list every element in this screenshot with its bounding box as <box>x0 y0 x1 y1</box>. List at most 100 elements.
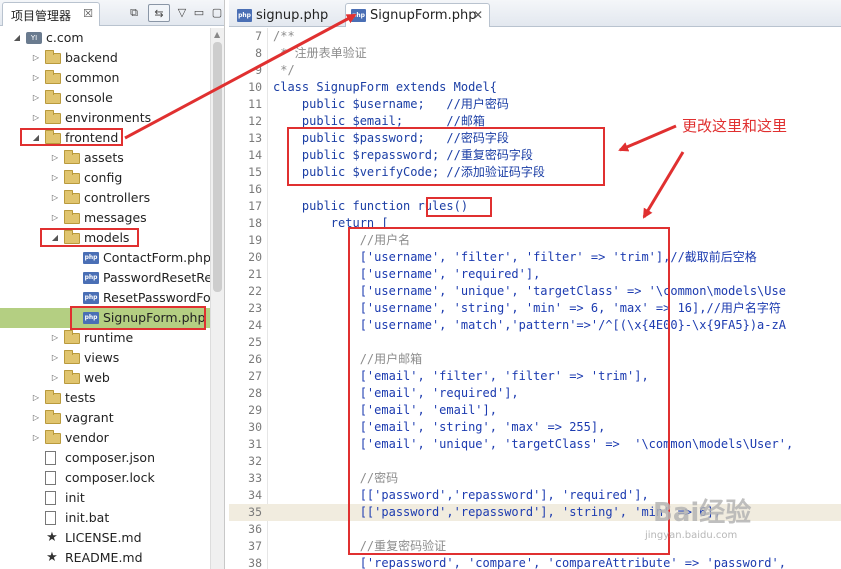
collapsed-arrow-icon[interactable]: ▷ <box>51 193 59 202</box>
collapsed-arrow-icon[interactable]: ▷ <box>32 113 40 122</box>
code-line[interactable]: 25 <box>229 334 841 351</box>
code-line[interactable]: 28 ['email', 'required'], <box>229 385 841 402</box>
line-number: 22 <box>248 284 262 298</box>
tree-item[interactable]: composer.lock <box>0 468 210 488</box>
collapsed-arrow-icon[interactable]: ▷ <box>51 153 59 162</box>
code-line[interactable]: 7/** <box>229 28 841 45</box>
tree-item[interactable]: ▷environments <box>0 108 210 128</box>
code-line[interactable]: 22 ['username', 'unique', 'targetClass' … <box>229 283 841 300</box>
tree-item[interactable]: ▷messages <box>0 208 210 228</box>
line-number: 21 <box>248 267 262 281</box>
collapsed-arrow-icon[interactable]: ▷ <box>51 173 59 182</box>
code-line[interactable]: 37 //重复密码验证 <box>229 538 841 555</box>
tree-item[interactable]: init <box>0 488 210 508</box>
collapsed-arrow-icon[interactable]: ▷ <box>51 353 59 362</box>
collapsed-arrow-icon[interactable]: ▷ <box>51 333 59 342</box>
code-text: ['email', 'unique', 'targetClass' => '\c… <box>273 437 794 451</box>
code-line[interactable]: 36 <box>229 521 841 538</box>
code-line[interactable]: 35 [['password','repassword'], 'string',… <box>229 504 841 521</box>
code-line[interactable]: 8 * 注册表单验证 <box>229 45 841 62</box>
expanded-arrow-icon[interactable]: ◢ <box>32 133 40 142</box>
code-line[interactable]: 20 ['username', 'filter', 'filter' => 't… <box>229 249 841 266</box>
tree-item[interactable]: ★LICENSE.md <box>0 528 210 548</box>
code-text: ['email', 'email'], <box>273 403 497 417</box>
tree-item[interactable]: ▷ controllers <box>0 188 210 208</box>
code-line[interactable]: 24 ['username', 'match','pattern'=>'/^[(… <box>229 317 841 334</box>
code-line[interactable]: 19 //用户名 <box>229 232 841 249</box>
tree-item[interactable]: init.bat <box>0 508 210 528</box>
code-text: ['username', 'required'], <box>273 267 541 281</box>
code-line[interactable]: 33 //密码 <box>229 470 841 487</box>
collapsed-arrow-icon[interactable]: ▷ <box>32 433 40 442</box>
code-text: public $verifyCode; //添加验证码字段 <box>273 165 545 179</box>
code-text: * 注册表单验证 <box>273 46 367 60</box>
tree-item[interactable]: ▷vendor <box>0 428 210 448</box>
code-line[interactable]: 17 public function rules() <box>229 198 841 215</box>
code-line[interactable]: 32 <box>229 453 841 470</box>
tree-item[interactable]: composer.json <box>0 448 210 468</box>
tree-item[interactable]: ▷assets <box>0 148 210 168</box>
code-line[interactable]: 18 return [ <box>229 215 841 232</box>
collapsed-arrow-icon[interactable]: ▷ <box>32 93 40 102</box>
tree-scrollbar[interactable]: ▲ <box>210 28 224 569</box>
code-line[interactable]: 14 public $repassword; //重复密码字段 <box>229 147 841 164</box>
tree-item[interactable]: ▷console <box>0 88 210 108</box>
link-editor-icon[interactable]: ⇆ <box>148 4 170 22</box>
tab-signupform-php[interactable]: php SignupForm.php ✕ <box>345 3 490 27</box>
collapsed-arrow-icon[interactable]: ▷ <box>32 53 40 62</box>
tab-signup-php[interactable]: php signup.php <box>231 3 343 27</box>
tree-item[interactable]: ▷web <box>0 368 210 388</box>
project-explorer-tab[interactable]: 项目管理器 ☒ <box>2 2 100 26</box>
collapsed-arrow-icon[interactable]: ▷ <box>51 373 59 382</box>
markdown-file-icon: ★ <box>46 530 58 545</box>
code-line[interactable]: 30 ['email', 'string', 'max' => 255], <box>229 419 841 436</box>
tree-item[interactable]: ▷views <box>0 348 210 368</box>
tree-item[interactable]: ▷tests <box>0 388 210 408</box>
scrollbar-thumb[interactable] <box>213 42 222 292</box>
tree-item[interactable]: ▷runtime <box>0 328 210 348</box>
folder-icon <box>64 170 80 184</box>
code-line[interactable]: 11 public $username; //用户密码 <box>229 96 841 113</box>
tree-item[interactable]: ▷common <box>0 68 210 88</box>
code-line[interactable]: 9 */ <box>229 62 841 79</box>
tree-item[interactable]: ▷config <box>0 168 210 188</box>
maximize-icon[interactable]: ▢ <box>211 6 223 19</box>
collapsed-arrow-icon[interactable]: ▷ <box>32 413 40 422</box>
close-tab-icon[interactable]: ✕ <box>472 8 483 22</box>
view-menu-icon[interactable]: ▽ <box>177 6 187 19</box>
tree-item[interactable]: ★README.md <box>0 548 210 568</box>
scroll-up-icon[interactable]: ▲ <box>214 30 221 39</box>
collapse-all-icon[interactable]: ⧉ <box>130 6 138 19</box>
tree-item-label: models <box>84 230 130 245</box>
expanded-arrow-icon[interactable]: ◢ <box>13 33 21 42</box>
tree-item[interactable]: ▷vagrant <box>0 408 210 428</box>
close-icon[interactable]: ☒ <box>83 7 93 20</box>
minimize-icon[interactable]: ▭ <box>193 6 205 19</box>
tree-item[interactable]: ◢ models <box>0 228 210 248</box>
collapsed-arrow-icon[interactable]: ▷ <box>32 393 40 402</box>
code-line[interactable]: 26 //用户邮箱 <box>229 351 841 368</box>
expanded-arrow-icon[interactable]: ◢ <box>51 233 59 242</box>
code-line[interactable]: 31 ['email', 'unique', 'targetClass' => … <box>229 436 841 453</box>
code-line[interactable]: 38 ['repassword', 'compare', 'compareAtt… <box>229 555 841 569</box>
code-line[interactable]: 29 ['email', 'email'], <box>229 402 841 419</box>
collapsed-arrow-icon[interactable]: ▷ <box>51 213 59 222</box>
code-line[interactable]: 16 <box>229 181 841 198</box>
code-line[interactable]: 15 public $verifyCode; //添加验证码字段 <box>229 164 841 181</box>
tree-item[interactable]: ▷backend <box>0 48 210 68</box>
tree-item-label: controllers <box>84 190 151 205</box>
code-line[interactable]: 34 [['password','repassword'], 'required… <box>229 487 841 504</box>
tree-item[interactable]: ◢frontend <box>0 128 210 148</box>
line-number: 18 <box>248 216 262 230</box>
code-line[interactable]: 23 ['username', 'string', 'min' => 6, 'm… <box>229 300 841 317</box>
code-line[interactable]: 21 ['username', 'required'], <box>229 266 841 283</box>
code-line[interactable]: 27 ['email', 'filter', 'filter' => 'trim… <box>229 368 841 385</box>
collapsed-arrow-icon[interactable]: ▷ <box>32 73 40 82</box>
